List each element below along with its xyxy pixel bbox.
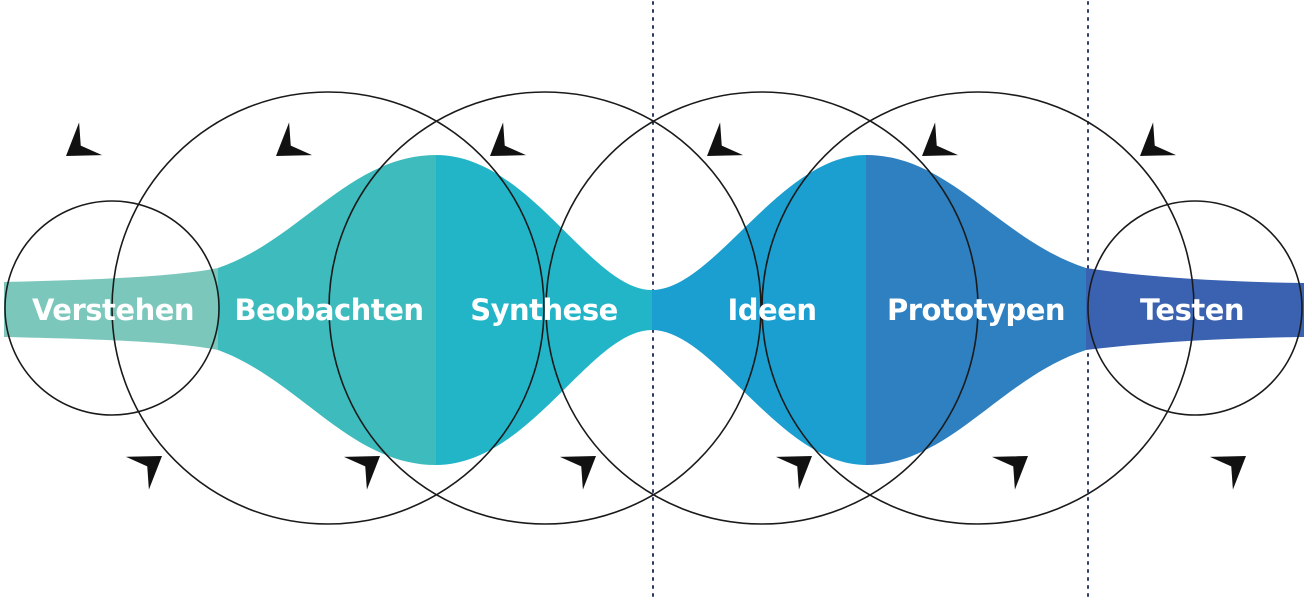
arrow-icon	[66, 122, 103, 156]
phase-label-prototypen: Prototypen	[887, 293, 1065, 327]
band-segment-beobachten	[218, 155, 436, 465]
phase-labels: Verstehen Beobachten Synthese Ideen Prot…	[32, 293, 1245, 327]
arrow-icon	[559, 456, 596, 490]
top-arrowheads	[66, 122, 1177, 156]
cycle-circle-testen	[1087, 200, 1303, 416]
arrow-icon	[276, 122, 313, 156]
phase-label-testen: Testen	[1140, 293, 1244, 327]
arrow-icon	[775, 456, 812, 490]
phase-label-ideen: Ideen	[727, 293, 816, 327]
cycle-circle-beobachten	[111, 91, 545, 525]
cycle-circle-verstehen	[4, 200, 220, 416]
cycle-circles	[4, 91, 1303, 525]
arrow-icon	[1209, 456, 1246, 490]
arrow-icon	[707, 122, 744, 156]
cycle-circle-ideen	[545, 91, 979, 525]
cycle-circle-synthese	[328, 91, 762, 525]
arrow-icon	[343, 456, 380, 490]
arrow-icon	[125, 456, 162, 490]
band-segment-testen	[1086, 268, 1304, 350]
cycle-circle-prototypen	[761, 91, 1195, 525]
band-segment-prototypen	[866, 155, 1086, 465]
arrow-icon	[490, 122, 527, 156]
phase-label-synthese: Synthese	[470, 293, 618, 327]
band-segment-ideen	[652, 155, 866, 465]
arrow-icon	[922, 122, 959, 156]
phase-label-verstehen: Verstehen	[32, 293, 194, 327]
band-segment-verstehen	[4, 268, 218, 350]
arrow-icon	[991, 456, 1028, 490]
phase-label-beobachten: Beobachten	[234, 293, 423, 327]
bottom-arrowheads	[125, 456, 1246, 490]
arrow-icon	[1140, 122, 1177, 156]
